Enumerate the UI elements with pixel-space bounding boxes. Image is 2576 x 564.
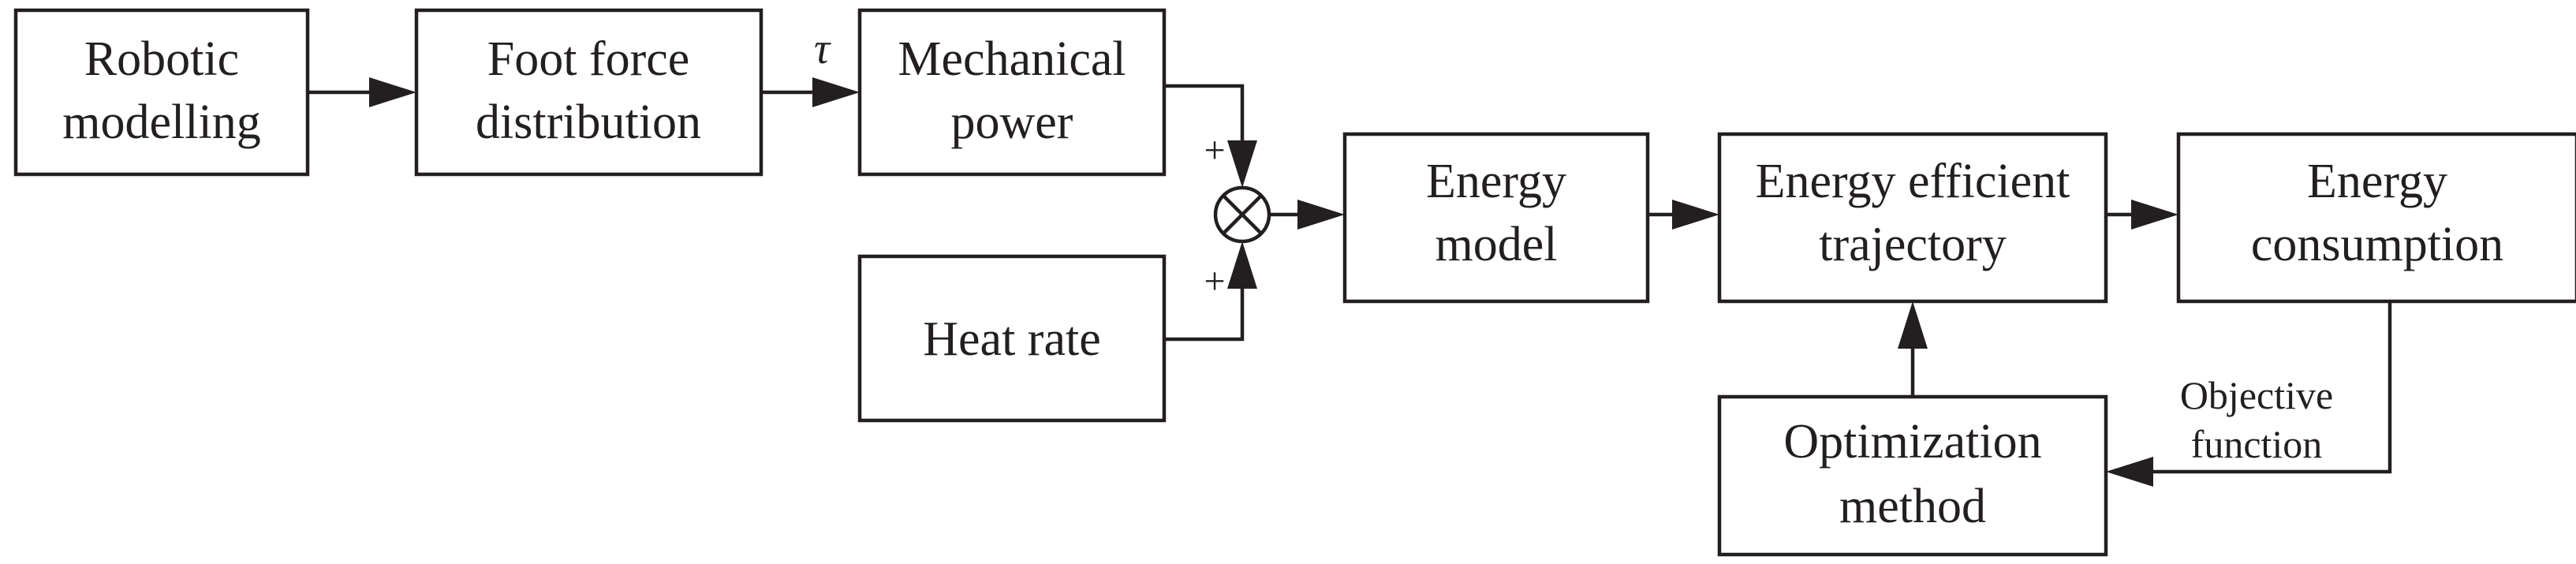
arrow-robotic-to-foot-force	[308, 77, 416, 107]
block-robotic-modelling: Robotic modelling	[13, 8, 310, 177]
block-foot-force-line-2: distribution	[476, 95, 701, 149]
arrow-foot-force-to-mechanical-power	[761, 77, 860, 107]
summing-junction	[1213, 185, 1271, 244]
objective-function-label-line-2: function	[2191, 422, 2323, 466]
block-energy-model-line-2: model	[1435, 218, 1558, 271]
block-energy-consumption-line-1: Energy	[2307, 155, 2447, 208]
block-heat-rate-line-1: Heat rate	[923, 312, 1100, 366]
block-robotic-modelling-line-2: modelling	[62, 95, 260, 149]
objective-function-label-line-1: Objective	[2180, 373, 2333, 417]
block-heat-rate: Heat rate	[857, 254, 1167, 423]
arrow-trajectory-to-energy-consumption	[2106, 200, 2178, 230]
block-energy-efficient-line-2: trajectory	[1819, 218, 2007, 271]
block-robotic-modelling-line-1: Robotic	[84, 32, 239, 86]
block-energy-consumption: Energy consumption	[2176, 132, 2576, 304]
plus-sign-top: +	[1204, 129, 1225, 171]
block-optimization-line-2: method	[1839, 480, 1986, 533]
block-energy-efficient-trajectory: Energy efficient trajectory	[1717, 132, 2108, 304]
arrow-mechanical-power-to-junction	[1164, 84, 1257, 188]
block-optimization-line-1: Optimization	[1783, 415, 2041, 469]
block-mechanical-power-line-1: Mechanical	[898, 32, 1126, 86]
block-energy-consumption-line-2: consumption	[2251, 218, 2503, 271]
block-mechanical-power: Mechanical power	[857, 8, 1167, 177]
block-optimization-method: Optimization method	[1717, 394, 2108, 557]
tau-label: τ	[814, 24, 831, 73]
arrow-junction-to-energy-model	[1269, 200, 1345, 230]
block-foot-force-distribution: Foot force distribution	[414, 8, 763, 177]
arrow-optimization-to-trajectory	[1898, 301, 1928, 397]
block-foot-force-line-1: Foot force	[487, 32, 690, 86]
block-energy-model: Energy model	[1342, 132, 1650, 304]
block-mechanical-power-line-2: power	[951, 95, 1073, 149]
arrow-energy-consumption-to-optimization	[2106, 301, 2392, 487]
arrow-heat-rate-to-junction	[1164, 241, 1257, 342]
block-energy-efficient-line-1: Energy efficient	[1756, 155, 2070, 208]
block-energy-model-line-1: Energy	[1426, 155, 1566, 208]
arrow-energy-model-to-trajectory	[1648, 200, 1719, 230]
plus-sign-bottom: +	[1204, 260, 1225, 302]
